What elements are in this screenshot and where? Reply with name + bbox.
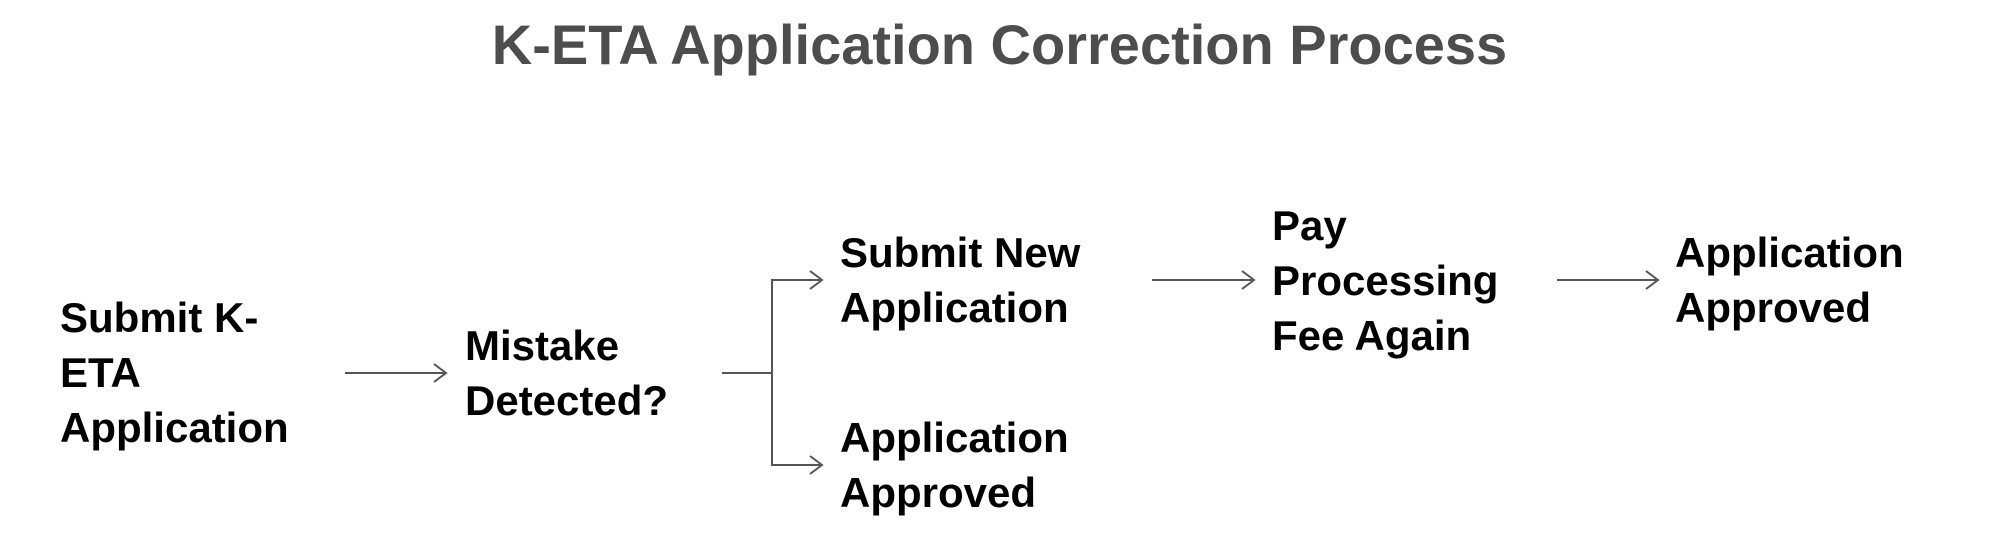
node-mistake-detected: Mistake Detected? xyxy=(465,318,668,428)
node-application-approved-final: Application Approved xyxy=(1675,225,1904,335)
node-line: Detected? xyxy=(465,377,669,424)
edge-submit-keta-to-mistake-detected xyxy=(345,363,448,383)
node-line: Submit New xyxy=(840,229,1081,276)
edge-pay-fee-to-approved-final xyxy=(1557,270,1660,290)
edge-mistake-detected-to-approved-direct xyxy=(771,373,824,475)
node-pay-processing-fee-again: Pay Processing Fee Again xyxy=(1272,198,1498,363)
node-line: Approved xyxy=(840,469,1037,516)
node-line: Application xyxy=(1675,229,1904,276)
node-line: Approved xyxy=(1675,284,1872,331)
diagram-title: K-ETA Application Correction Process xyxy=(491,13,1508,76)
node-submit-new-application: Submit New Application xyxy=(840,225,1080,335)
node-line: Mistake xyxy=(465,322,620,369)
node-line: Fee Again xyxy=(1272,312,1472,359)
edge-mistake-detected-to-submit-new xyxy=(722,270,824,374)
node-application-approved-direct: Application Approved xyxy=(840,410,1069,520)
node-submit-keta-application: Submit K- ETA Application xyxy=(60,290,289,455)
node-line: Application xyxy=(840,414,1069,461)
node-line: Submit K- xyxy=(60,294,259,341)
node-line: Processing xyxy=(1272,257,1499,304)
edge-submit-new-to-pay-fee xyxy=(1152,270,1256,290)
node-line: Application xyxy=(840,284,1069,331)
node-line: Application xyxy=(60,404,289,451)
node-line: Pay xyxy=(1272,202,1347,249)
node-line: ETA xyxy=(60,349,141,396)
